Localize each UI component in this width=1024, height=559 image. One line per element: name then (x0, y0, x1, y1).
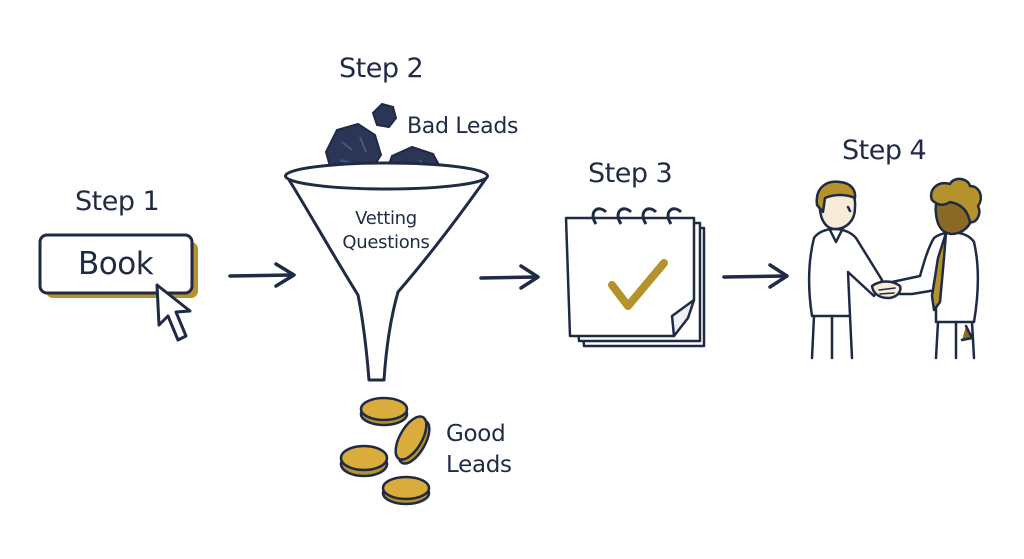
good-leads-line2: Leads (446, 452, 512, 478)
arrow-icon (722, 263, 789, 289)
bad-leads-label: Bad Leads (407, 114, 519, 139)
funnel-label-line2: Questions (342, 232, 430, 253)
rock-icon (371, 102, 398, 129)
arrow-icon (479, 264, 540, 290)
calendar-icon (564, 207, 706, 348)
step4-label: Step 4 (842, 135, 927, 166)
step2-label: Step 2 (339, 53, 424, 84)
step1-label: Step 1 (75, 186, 160, 217)
good-leads-label: Good Leads (446, 419, 512, 481)
book-button-face (38, 233, 194, 295)
funnel-label: Vetting Questions (306, 207, 466, 255)
coin-icon (381, 475, 431, 506)
coin-icon (339, 444, 389, 478)
cursor-icon (155, 283, 192, 342)
step3-label: Step 3 (588, 158, 673, 189)
coin-icon (359, 396, 409, 427)
book-button[interactable] (38, 233, 198, 298)
checkmark-icon (608, 259, 668, 310)
coin-icon (394, 415, 431, 465)
book-button-label[interactable]: Book (78, 246, 154, 282)
handshake-icon (807, 177, 982, 360)
funnel-label-line1: Vetting (355, 208, 417, 229)
good-leads-line1: Good (446, 421, 506, 447)
arrow-icon (228, 262, 296, 288)
funnel-icon (284, 161, 489, 382)
